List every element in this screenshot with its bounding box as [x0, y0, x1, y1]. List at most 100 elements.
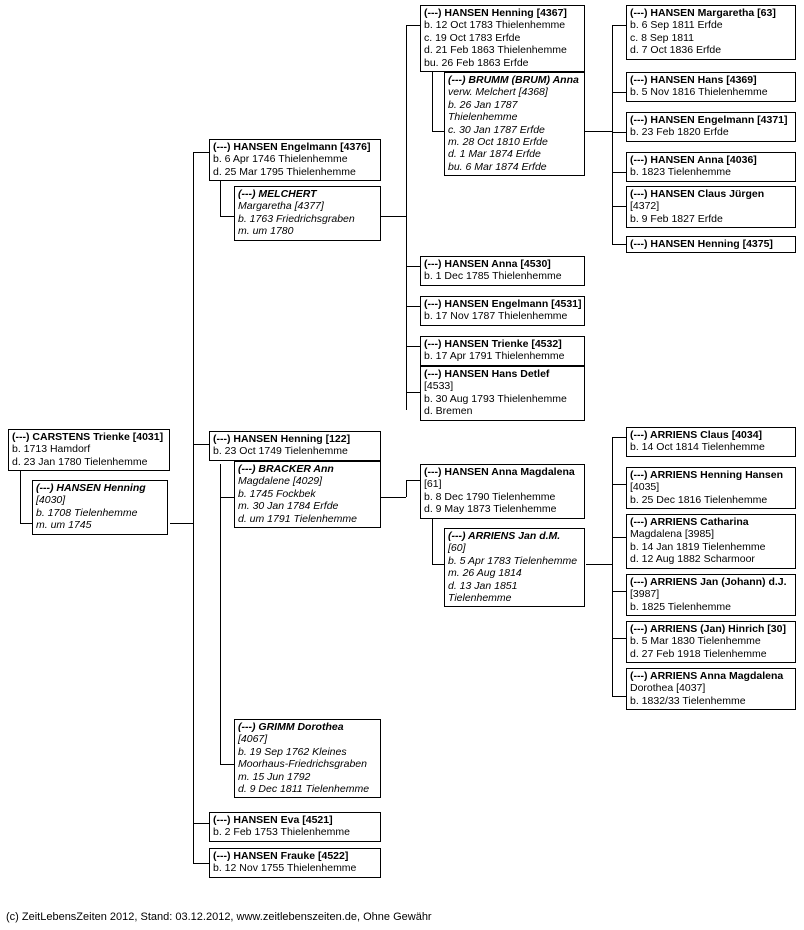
person-event: b. 6 Apr 1746 Thielenhemme — [213, 153, 348, 166]
person-box-arriens-henning-hansen-4035[interactable]: (---) ARRIENS Henning Hansen [4035] b. 2… — [626, 467, 796, 510]
person-box-arriens-jan-dm-60[interactable]: (---) ARRIENS Jan d.M. [60] b. 5 Apr 178… — [444, 528, 585, 608]
person-name: (---) BRACKER Ann — [238, 463, 334, 475]
person-event: b. 17 Apr 1791 Thielenhemme — [424, 350, 565, 363]
connector-child-engelmann4531 — [406, 306, 420, 307]
person-box-hansen-anna-4036[interactable]: (---) HANSEN Anna [4036] b. 1823 Tielenh… — [626, 152, 796, 182]
person-event: Thielenhemme — [448, 111, 518, 124]
person-event: b. 12 Nov 1755 Thielenhemme — [213, 862, 357, 875]
person-box-hansen-henning-122[interactable]: (---) HANSEN Henning [122] b. 23 Oct 174… — [209, 431, 381, 461]
connector-child-henning4375 — [612, 244, 626, 245]
person-box-melchert-margaretha-4377[interactable]: (---) MELCHERT Margaretha [4377] b. 1763… — [234, 186, 381, 241]
connector-henning4367-spouse-stub — [432, 131, 444, 132]
connector-henning4367-couple-vertical — [432, 48, 433, 131]
person-event: m. 30 Jan 1784 Erfde — [238, 500, 339, 513]
person-name: (---) HANSEN Anna [4530] — [424, 258, 551, 270]
copyright-footer: (c) ZeitLebensZeiten 2012, Stand: 03.12.… — [6, 911, 432, 923]
person-box-hansen-claus-juergen-4372[interactable]: (---) HANSEN Claus Jürgen [4372] b. 9 Fe… — [626, 186, 796, 229]
person-name: (---) HANSEN Henning [4367] — [424, 7, 567, 19]
person-box-hansen-trienke-4532[interactable]: (---) HANSEN Trienke [4532] b. 17 Apr 17… — [420, 336, 585, 366]
person-name: (---) ARRIENS (Jan) Hinrich [30] — [630, 623, 786, 635]
person-box-arriens-anna-magdalena-dorothea-4037[interactable]: (---) ARRIENS Anna Magdalena Dorothea [4… — [626, 668, 796, 711]
person-event: b. 19 Sep 1762 Kleines — [238, 745, 347, 758]
person-event: Moorhaus-Friedrichsgraben — [238, 758, 367, 771]
person-box-brumm-anna-4368[interactable]: (---) BRUMM (BRUM) Anna verw. Melchert [… — [444, 72, 585, 177]
person-name: (---) MELCHERT — [238, 188, 317, 200]
person-event: [60] — [448, 542, 466, 555]
person-event: d. 1 Mar 1874 Erfde — [448, 148, 541, 161]
person-event: Dorothea [4037] — [630, 682, 706, 695]
person-name: (---) ARRIENS Anna Magdalena — [630, 670, 784, 682]
person-box-hansen-eva-4521[interactable]: (---) HANSEN Eva [4521] b. 2 Feb 1753 Th… — [209, 812, 381, 842]
person-box-hansen-henning-4367[interactable]: (---) HANSEN Henning [4367] b. 12 Oct 17… — [420, 5, 585, 73]
person-box-arriens-claus-4034[interactable]: (---) ARRIENS Claus [4034] b. 14 Oct 181… — [626, 427, 796, 457]
person-event: b. 2 Feb 1753 Thielenhemme — [213, 826, 350, 839]
person-box-hansen-henning-4030[interactable]: (---) HANSEN Henning [4030] b. 1708 Tiel… — [32, 480, 168, 535]
person-event: b. 1708 Tielenhemme — [36, 506, 138, 519]
person-name: (---) CARSTENS Trienke [4031] — [12, 431, 164, 443]
person-box-hansen-anna-magdalena-61[interactable]: (---) HANSEN Anna Magdalena [61] b. 8 De… — [420, 464, 585, 519]
person-box-hansen-henning-4375[interactable]: (---) HANSEN Henning [4375] — [626, 236, 796, 254]
person-event: Margaretha [4377] — [238, 200, 324, 213]
person-event: b. 1823 Tielenhemme — [630, 166, 731, 179]
person-event: c. 19 Oct 1783 Erfde — [424, 31, 521, 44]
connector-child-arrienshenninghansen — [612, 484, 626, 485]
person-box-arriens-jan-johann-dj-3987[interactable]: (---) ARRIENS Jan (Johann) d.J. [3987] b… — [626, 574, 796, 617]
person-name: (---) HANSEN Eva [4521] — [213, 814, 333, 826]
person-event: [3987] — [630, 588, 660, 601]
person-name: (---) ARRIENS Jan (Johann) d.J. — [630, 576, 787, 588]
person-event: b. 17 Nov 1787 Thielenhemme — [424, 310, 568, 323]
person-box-carstens-trienke[interactable]: (---) CARSTENS Trienke [4031] b. 1713 Ha… — [8, 429, 170, 472]
person-box-grimm-dorothea-4067[interactable]: (---) GRIMM Dorothea [4067] b. 19 Sep 17… — [234, 719, 381, 799]
person-name: (---) HANSEN Engelmann [4376] — [213, 141, 371, 153]
person-box-hansen-margaretha-63[interactable]: (---) HANSEN Margaretha [63] b. 6 Sep 18… — [626, 5, 796, 60]
person-event: c. 8 Sep 1811 — [630, 31, 695, 44]
person-box-arriens-catharina-magdalena-3985[interactable]: (---) ARRIENS Catharina Magdalena [3985]… — [626, 514, 796, 569]
connector-gen1-spouse-stub — [20, 523, 32, 524]
person-box-arriens-jan-hinrich-30[interactable]: (---) ARRIENS (Jan) Hinrich [30] b. 5 Ma… — [626, 621, 796, 664]
connector-child-anna4036 — [612, 172, 626, 173]
person-event: b. 12 Oct 1783 Thielenhemme — [424, 19, 566, 32]
person-event: d. 7 Oct 1836 Erfde — [630, 44, 722, 57]
connector-child-arriensjanjohann — [612, 591, 626, 592]
person-event: d. um 1791 Tielenhemme — [238, 512, 357, 525]
person-box-bracker-ann-magdalene-4029[interactable]: (---) BRACKER Ann Magdalene [4029] b. 17… — [234, 461, 381, 529]
person-name: (---) HANSEN Hans Detlef — [424, 368, 550, 380]
person-box-hansen-engelmann-4531[interactable]: (---) HANSEN Engelmann [4531] b. 17 Nov … — [420, 296, 585, 326]
person-box-hansen-engelmann-4371[interactable]: (---) HANSEN Engelmann [4371] b. 23 Feb … — [626, 112, 796, 142]
person-event: m. um 1745 — [36, 519, 92, 532]
person-event: b. 1832/33 Tielenhemme — [630, 694, 746, 707]
person-name: (---) ARRIENS Henning Hansen — [630, 469, 784, 481]
person-name: (---) HANSEN Henning — [36, 482, 146, 494]
person-event: [4067] — [238, 733, 268, 746]
person-event: b. 1713 Hamdorf — [12, 443, 91, 456]
person-event: b. 26 Jan 1787 — [448, 98, 518, 111]
connector-child-clausjuergen4372 — [612, 206, 626, 207]
person-name: (---) HANSEN Anna Magdalena — [424, 466, 575, 478]
connector-annamagdalena-couple-vertical — [432, 506, 433, 564]
person-name: (---) ARRIENS Jan d.M. — [448, 530, 561, 542]
connector-henning122-spouse1-stub — [220, 497, 234, 498]
person-box-hansen-engelmann-4376[interactable]: (---) HANSEN Engelmann [4376] b. 6 Apr 1… — [209, 139, 381, 182]
connector-child-henning4367 — [406, 25, 420, 26]
connector-child-engelmann4371 — [612, 132, 626, 133]
connector-child-arrienscatharina — [612, 537, 626, 538]
person-box-hansen-frauke-4522[interactable]: (---) HANSEN Frauke [4522] b. 12 Nov 175… — [209, 848, 381, 878]
person-event: m. 15 Jun 1792 — [238, 770, 311, 783]
person-event: b. 9 Feb 1827 Erfde — [630, 212, 723, 225]
person-box-hansen-hans-4369[interactable]: (---) HANSEN Hans [4369] b. 5 Nov 1816 T… — [626, 72, 796, 102]
person-box-hansen-hans-detlef-4533[interactable]: (---) HANSEN Hans Detlef [4533] b. 30 Au… — [420, 366, 585, 421]
person-name: (---) HANSEN Henning [122] — [213, 433, 351, 445]
person-event: [61] — [424, 478, 442, 491]
person-event: d. 13 Jan 1851 — [448, 579, 518, 592]
connector-child-margaretha63 — [612, 25, 626, 26]
connector-engelmann-children-spine — [406, 25, 407, 410]
connector-henning4367-out — [585, 131, 612, 132]
connector-gen2-spine — [193, 152, 194, 863]
person-event: b. 30 Aug 1793 Thielenhemme — [424, 392, 567, 405]
person-event: [4035] — [630, 481, 660, 494]
person-event: d. 9 May 1873 Tielenhemme — [424, 503, 557, 516]
person-event: b. 5 Apr 1783 Tielenhemme — [448, 554, 578, 567]
person-box-hansen-anna-4530[interactable]: (---) HANSEN Anna [4530] b. 1 Dec 1785 T… — [420, 256, 585, 286]
person-name: (---) GRIMM Dorothea — [238, 721, 344, 733]
